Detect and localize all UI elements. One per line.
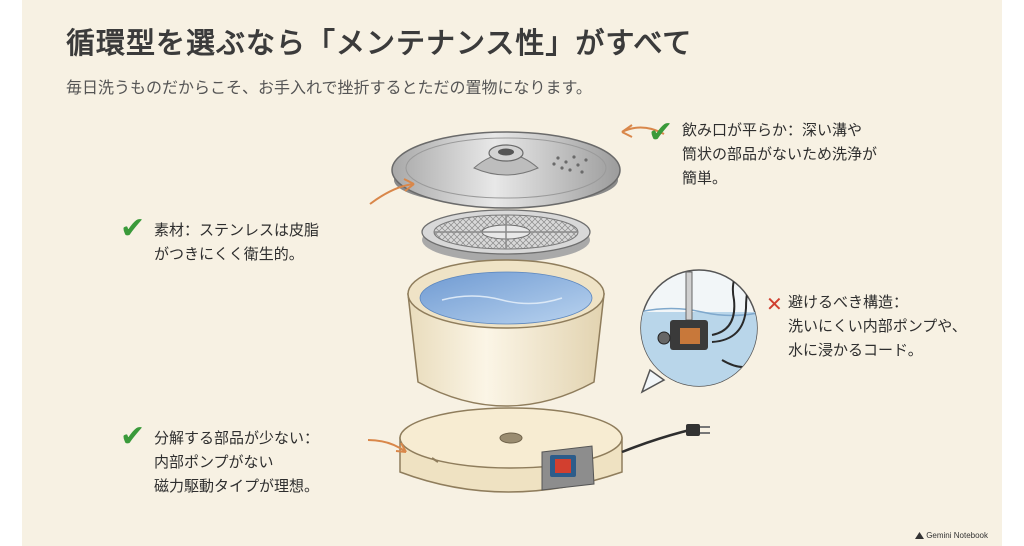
- check-icon: ✔: [648, 115, 674, 150]
- note-spout-line-2: 筒状の部品がないため洗浄が: [682, 145, 878, 163]
- note-parts: 分解する部品が少ない： 内部ポンプがない 磁力駆動タイプが理想。: [154, 426, 319, 498]
- note-parts-line-3: 磁力駆動タイプが理想。: [154, 477, 320, 495]
- note-avoid-line-3: 水に浸かるコード。: [788, 341, 923, 359]
- fountain-base: [399, 407, 710, 493]
- page-title: 循環型を選ぶなら「メンテナンス性」がすべて: [66, 26, 693, 60]
- water-bowl: [407, 259, 605, 407]
- slide: 循環型を選ぶなら「メンテナンス性」がすべて 毎日洗うものだからこそ、お手入れで挫…: [22, 0, 1002, 546]
- note-spout: 飲み口が平らか：深い溝や 筒状の部品がないため洗浄が 簡単。: [682, 118, 877, 190]
- note-parts-line-1: 分解する部品が少ない：: [154, 429, 320, 447]
- pump-zoom-bubble: [640, 269, 758, 394]
- note-material: 素材：ステンレスは皮脂 がつきにくく衛生的。: [154, 218, 319, 266]
- note-spout-line-1: 飲み口が平らか：深い溝や: [682, 121, 863, 139]
- fountain-illustration: [367, 124, 758, 493]
- filter-tray: [421, 209, 591, 262]
- cross-icon: ✕: [766, 292, 783, 316]
- callout-arrows: [367, 124, 665, 453]
- note-avoid-line-2: 洗いにくい内部ポンプや、: [788, 317, 967, 335]
- arrow-to-base: [367, 439, 407, 453]
- note-spout-line-3: 簡単。: [682, 169, 728, 187]
- arrow-to-tray: [369, 183, 415, 205]
- gemini-notebook-logo-icon: [914, 532, 924, 539]
- gemini-notebook-badge: Gemini Notebook: [914, 531, 988, 540]
- note-material-line-2: がつきにくく衛生的。: [154, 245, 304, 263]
- stainless-lid: [391, 131, 621, 209]
- note-parts-line-2: 内部ポンプがない: [154, 453, 274, 471]
- note-avoid: 避けるべき構造： 洗いにくい内部ポンプや、 水に浸かるコード。: [788, 290, 967, 362]
- page-subtitle: 毎日洗うものだからこそ、お手入れで挫折するとただの置物になります。: [66, 78, 592, 97]
- check-icon: ✔: [120, 211, 146, 246]
- brand-label: Gemini Notebook: [926, 531, 988, 540]
- check-icon: ✔: [120, 419, 146, 454]
- note-material-line-1: 素材：ステンレスは皮脂: [154, 221, 320, 239]
- note-avoid-line-1: 避けるべき構造：: [788, 293, 909, 311]
